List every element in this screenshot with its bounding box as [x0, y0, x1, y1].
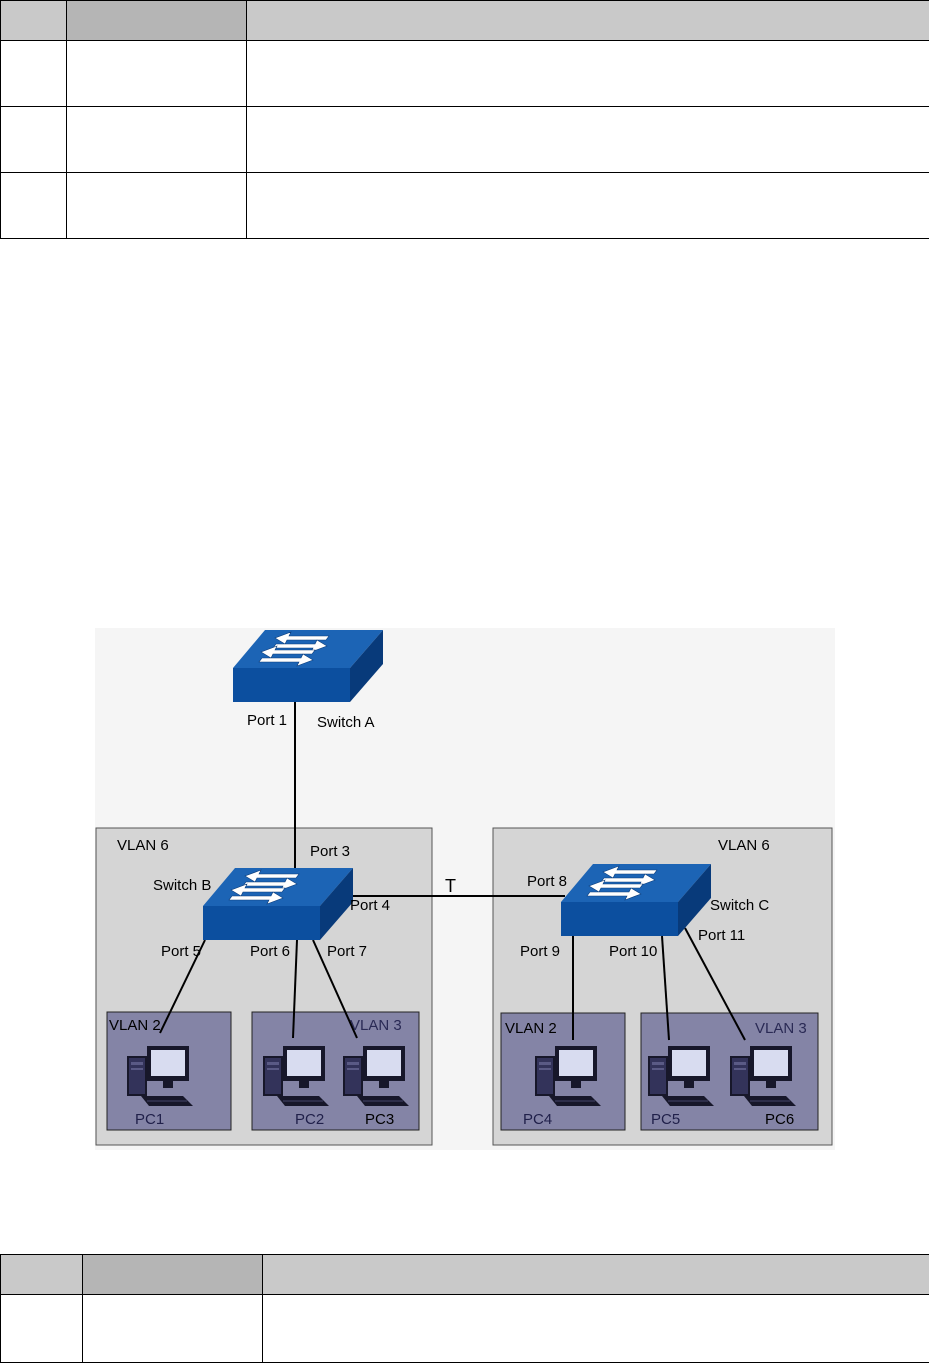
header-cell — [262, 1254, 929, 1295]
port4-label: Port 4 — [350, 897, 390, 914]
top-table — [0, 0, 929, 239]
table-row — [0, 40, 929, 107]
table-cell — [262, 1294, 929, 1363]
header-cell — [66, 0, 247, 41]
table-cell — [66, 172, 247, 239]
table-cell — [246, 106, 929, 173]
switch-c-icon — [561, 864, 711, 936]
table-cell — [82, 1294, 263, 1363]
table-cell — [0, 172, 67, 239]
link-port5-pc1 — [159, 939, 206, 1034]
header-cell — [82, 1254, 263, 1295]
left-vlan3-label: VLAN 3 — [350, 1017, 402, 1034]
table-cell — [66, 106, 247, 173]
table-row — [0, 106, 929, 173]
trunk-label: T — [445, 876, 456, 896]
bottom-table — [0, 1254, 929, 1363]
port10-label: Port 10 — [609, 943, 657, 960]
switch-b-label: Switch B — [153, 877, 211, 894]
table-cell — [0, 1294, 83, 1363]
port7-label: Port 7 — [327, 943, 367, 960]
table-row — [0, 1294, 929, 1363]
link-port6-pc2 — [292, 939, 298, 1039]
port5-label: Port 5 — [161, 943, 201, 960]
pc4-label: PC4 — [523, 1111, 552, 1128]
port11-label: Port 11 — [698, 927, 745, 944]
pc1-label: PC1 — [135, 1111, 164, 1128]
pc3-label: PC3 — [365, 1111, 394, 1128]
table-cell — [246, 172, 929, 239]
right-vlan2-label: VLAN 2 — [505, 1020, 557, 1037]
table-cell — [246, 40, 929, 107]
table-header-row — [0, 1254, 929, 1295]
left-vlan2-label: VLAN 2 — [109, 1017, 161, 1034]
switch-a-icon — [233, 630, 383, 702]
port3-label: Port 3 — [310, 843, 350, 860]
port9-label: Port 9 — [520, 943, 560, 960]
switch-a-label: Switch A — [317, 714, 375, 731]
port6-label: Port 6 — [250, 943, 290, 960]
table-header-row — [0, 0, 929, 41]
link-port11-pc6 — [684, 927, 746, 1041]
table-cell — [66, 40, 247, 107]
header-cell — [246, 0, 929, 41]
header-cell — [0, 1254, 83, 1295]
table-cell — [0, 40, 67, 107]
header-cell — [0, 0, 67, 41]
network-diagram: Port 1 Switch A VLAN 6 Port 3 Switch B P… — [95, 628, 835, 1150]
switch-b-icon — [203, 868, 353, 940]
port1-label: Port 1 — [247, 712, 287, 729]
pc2-label: PC2 — [295, 1111, 324, 1128]
pc5-label: PC5 — [651, 1111, 680, 1128]
table-row — [0, 172, 929, 239]
switch-c-label: Switch C — [710, 897, 769, 914]
left-vlan6-label: VLAN 6 — [117, 837, 169, 854]
link-port10-pc5 — [661, 935, 670, 1041]
link-port7-pc3 — [312, 939, 358, 1039]
table-cell — [0, 106, 67, 173]
right-vlan3-label: VLAN 3 — [755, 1020, 807, 1037]
pc6-label: PC6 — [765, 1111, 794, 1128]
right-vlan6-label: VLAN 6 — [718, 837, 770, 854]
port8-label: Port 8 — [527, 873, 567, 890]
